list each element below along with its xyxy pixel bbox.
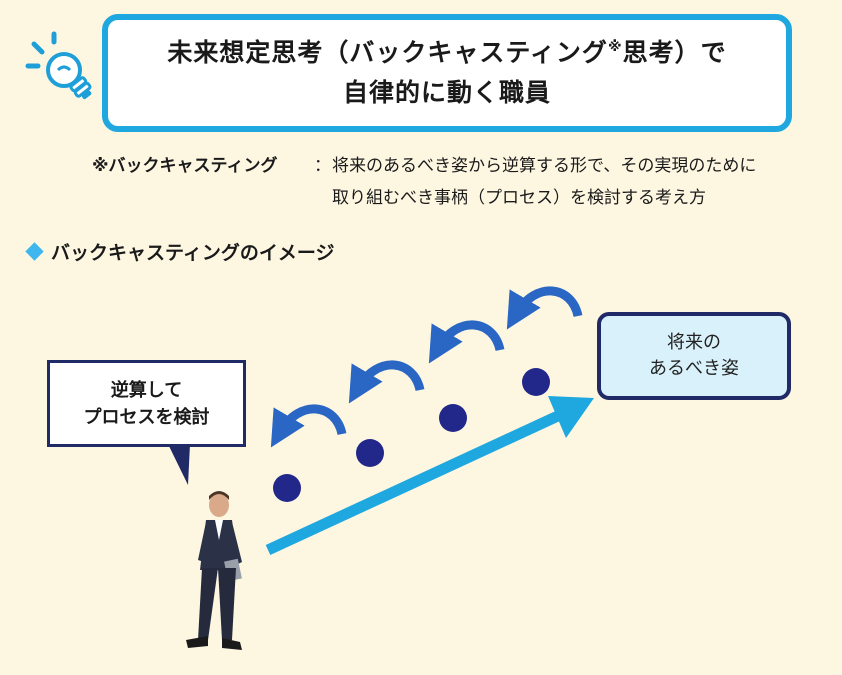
main-arrow [265, 396, 594, 555]
curved-arrow-2 [348, 360, 425, 404]
curved-arrow-1 [270, 404, 347, 448]
footnote-definition: 将来のあるべき姿から逆算する形で、その実現のために 取り組むべき事柄（プロセス）… [332, 150, 837, 214]
curved-arrow-3 [428, 320, 505, 364]
speech-line-2: プロセスを検討 [83, 406, 210, 428]
goal-label-line-1: 将来の [667, 332, 721, 353]
speech-bubble-tail [168, 444, 190, 485]
title-line-1: 未来想定思考（バックキャスティング※思考）で [167, 33, 726, 73]
section-heading: バックキャスティングのイメージ [24, 238, 334, 265]
curved-arrow-4 [506, 286, 583, 330]
goal-label-line-2: あるべき姿 [649, 358, 739, 379]
footnote-term: ※バックキャスティング [92, 156, 278, 176]
title-box: 未来想定思考（バックキャスティング※思考）で 自律的に動く職員 [102, 14, 792, 132]
step-dot [356, 439, 384, 467]
step-dot [273, 474, 301, 502]
speech-line-1: 逆算して [110, 379, 183, 401]
future-goal-box: 将来の あるべき姿 [597, 312, 791, 400]
section-heading-text: バックキャスティングのイメージ [51, 242, 335, 264]
footnote-def-line-2: 取り組むべき事柄（プロセス）を検討する考え方 [332, 188, 706, 208]
title-line-2: 自律的に動く職員 [342, 78, 551, 107]
businessman-figure [186, 491, 242, 650]
footnote-mark: ※ [607, 39, 623, 55]
title-text-tail: 思考）で [622, 38, 727, 67]
lightbulb-icon [25, 31, 92, 100]
title-text: 未来想定思考（バックキャスティング [167, 38, 608, 67]
speech-bubble: 逆算して プロセスを検討 [47, 360, 246, 447]
step-dot [522, 368, 550, 396]
step-dot [439, 404, 467, 432]
footnote-def-line-1: 将来のあるべき姿から逆算する形で、その実現のために [332, 156, 757, 176]
footnote-colon: ： [314, 156, 331, 176]
